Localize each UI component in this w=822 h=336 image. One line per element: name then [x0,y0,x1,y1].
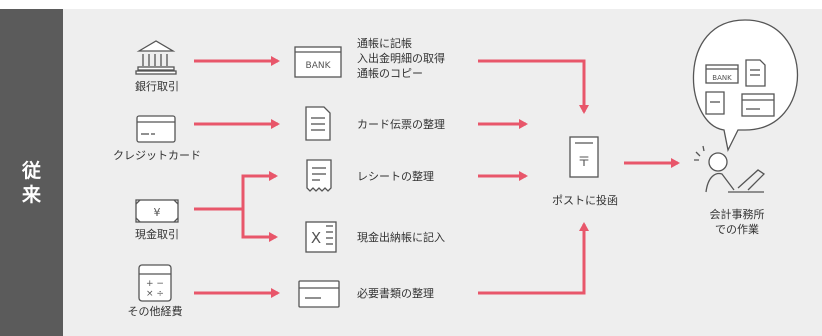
arrows [194,56,680,298]
speech-bubble [692,19,799,152]
source-label-other: その他経費 [127,305,183,318]
excel-icon [305,221,337,253]
svg-text:× ÷: × ÷ [146,289,164,299]
receipt-icon [306,159,332,192]
task-label-bankbook: 通帳に記帳 入出金明細の取得 通帳のコピー [357,37,445,80]
credit-card-icon [136,115,176,143]
accountant-icon [694,145,766,193]
source-label-credit-card: クレジットカード [113,149,201,162]
arrow-cash-to-excel [241,209,278,242]
arrow-cash-split [194,171,278,211]
office-label: 会計事務所 での作業 [709,208,765,236]
bank-icon [135,40,177,75]
sidebar-band: 従 来 [0,9,63,336]
excel-icon-text: X [311,229,321,247]
task-label-receipt: レシートの整理 [357,170,434,183]
mailbox-label: ポストに投函 [552,194,618,207]
task-label-excel: 現金出納帳に記入 [357,231,445,244]
bankbook-icon-text: BANK [306,61,332,71]
bankbook-icon [294,46,342,78]
sidebar-label: 従 来 [21,160,41,206]
calculator-icon [138,264,172,302]
postbox-icon [569,136,599,178]
arrow-bankbook-to-mailbox [478,59,589,114]
task-label-slip: カード伝票の整理 [357,118,445,131]
source-label-cash: 現金取引 [135,228,179,241]
svg-text:¥: ¥ [154,206,161,219]
task-label-card: 必要書類の整理 [357,287,434,300]
arrow-card-to-mailbox [478,222,589,295]
postbox-icon-text: 〒 [577,155,590,170]
card-icon [298,280,340,308]
cash-icon [135,199,179,223]
bubble-bank-text: BANK [712,74,732,82]
slip-icon [305,106,331,141]
source-label-bank: 銀行取引 [135,80,179,93]
svg-text:+ −: + − [146,279,164,289]
